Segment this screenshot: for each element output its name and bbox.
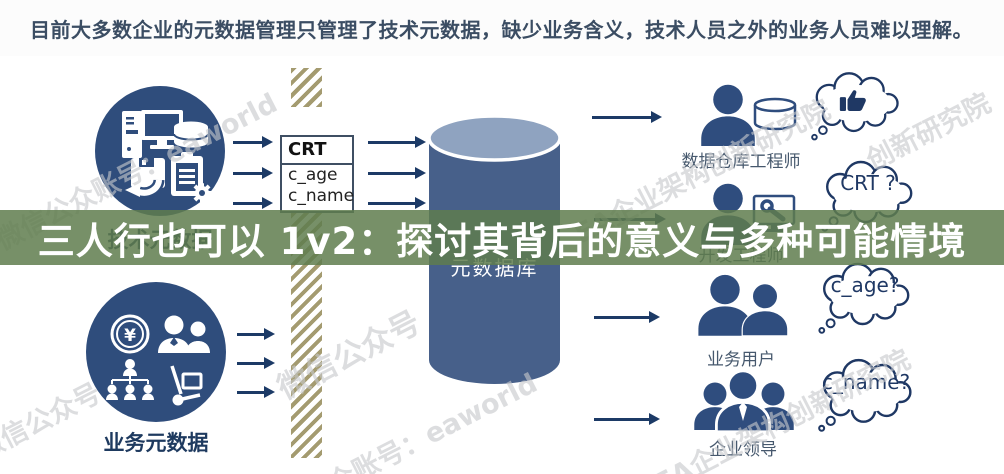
thought-bubble-cage: c_age? <box>806 260 924 336</box>
business-metadata-circle: ¥ <box>86 282 226 422</box>
yuan-coin-icon: ¥ <box>110 314 150 354</box>
data-warehouse-engineer-label: 数据仓库工程师 <box>681 152 801 172</box>
thought-bubble-approval <box>806 66 906 146</box>
arrow-right <box>237 386 275 398</box>
business-metadata-icons: ¥ <box>106 314 210 406</box>
database-icon <box>173 121 209 148</box>
crt-table-row: c_name <box>288 186 355 206</box>
computer-icon <box>122 110 183 158</box>
crt-table-row: c_age <box>288 165 338 185</box>
enterprise-leaders-label: 企业领导 <box>709 440 777 460</box>
thumbs-up-icon <box>839 90 866 111</box>
crt-table-header: CRT <box>282 137 352 165</box>
arrow-right <box>233 197 273 209</box>
barrier-wall-top <box>291 68 322 107</box>
technical-metadata-icons <box>122 110 212 203</box>
top-banner: 目前大多数企业的元数据管理只管理了技术元数据，缺少业务含义，技术人员之外的业务人… <box>0 0 1004 56</box>
org-chart-icon <box>106 359 154 400</box>
business-users-icon <box>698 274 789 336</box>
arrow-right <box>594 413 660 425</box>
thought-text: CRT ? <box>840 171 896 195</box>
hand-truck-icon <box>170 365 203 406</box>
headline-text: 三人行也可以 1v2：探讨其背后的意义与多种可能情境 <box>37 219 967 263</box>
arrow-right <box>233 136 273 148</box>
technical-metadata-circle <box>95 86 225 216</box>
enterprise-leaders-icon <box>694 370 794 432</box>
arrow-right <box>237 357 275 369</box>
business-metadata-label: 业务元数据 <box>103 431 209 455</box>
people-icon <box>158 315 210 353</box>
business-users-label: 业务用户 <box>707 350 775 370</box>
arrow-right <box>237 328 275 340</box>
arrow-right <box>592 111 662 123</box>
thought-text: c_name? <box>821 370 911 394</box>
yuan-symbol: ¥ <box>124 326 136 346</box>
crt-table-box: CRT c_age c_name <box>280 135 354 213</box>
arrow-right <box>368 167 426 179</box>
thought-text: c_age? <box>830 273 900 297</box>
headline-overlay: 三人行也可以 1v2：探讨其背后的意义与多种可能情境 <box>0 210 1004 265</box>
thought-bubble-crt: CRT ? <box>808 158 928 234</box>
arrow-right <box>594 311 660 323</box>
arrow-right <box>368 136 426 148</box>
top-banner-text: 目前大多数企业的元数据管理只管理了技术元数据，缺少业务含义，技术人员之外的业务人… <box>30 17 973 42</box>
clipboard-gear-icon <box>171 152 212 203</box>
thought-bubble-cname: c_name? <box>802 356 930 434</box>
database-outline-icon <box>753 97 797 131</box>
floppy-disk-icon <box>125 158 165 199</box>
arrow-right <box>368 197 426 209</box>
arrow-right <box>233 167 273 179</box>
